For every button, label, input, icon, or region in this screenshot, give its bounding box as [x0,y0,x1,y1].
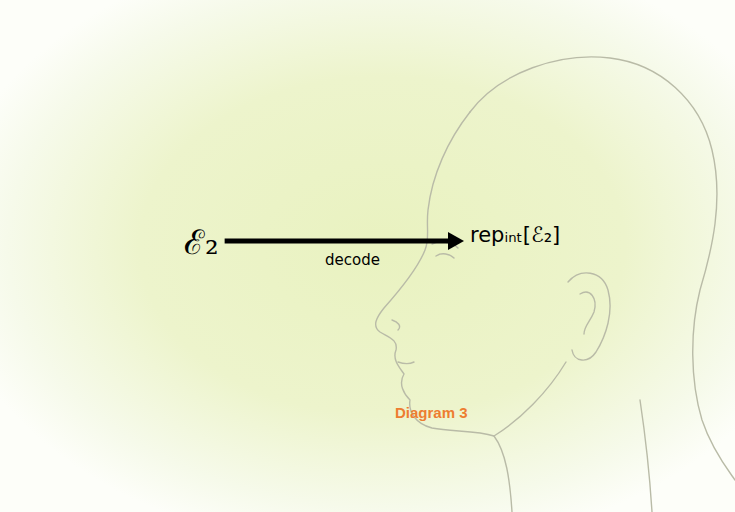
representation-label: repᵢₙₜ[ℰ₂] [466,221,564,249]
input-symbol-text: ℰ₂ [184,218,219,264]
edge-label: decode [325,251,380,269]
diagram-caption: Diagram 3 [395,404,468,421]
representation-label-text: repᵢₙₜ[ℰ₂] [470,223,560,247]
decode-arrow [225,232,464,250]
input-symbol: ℰ₂ [180,216,223,266]
